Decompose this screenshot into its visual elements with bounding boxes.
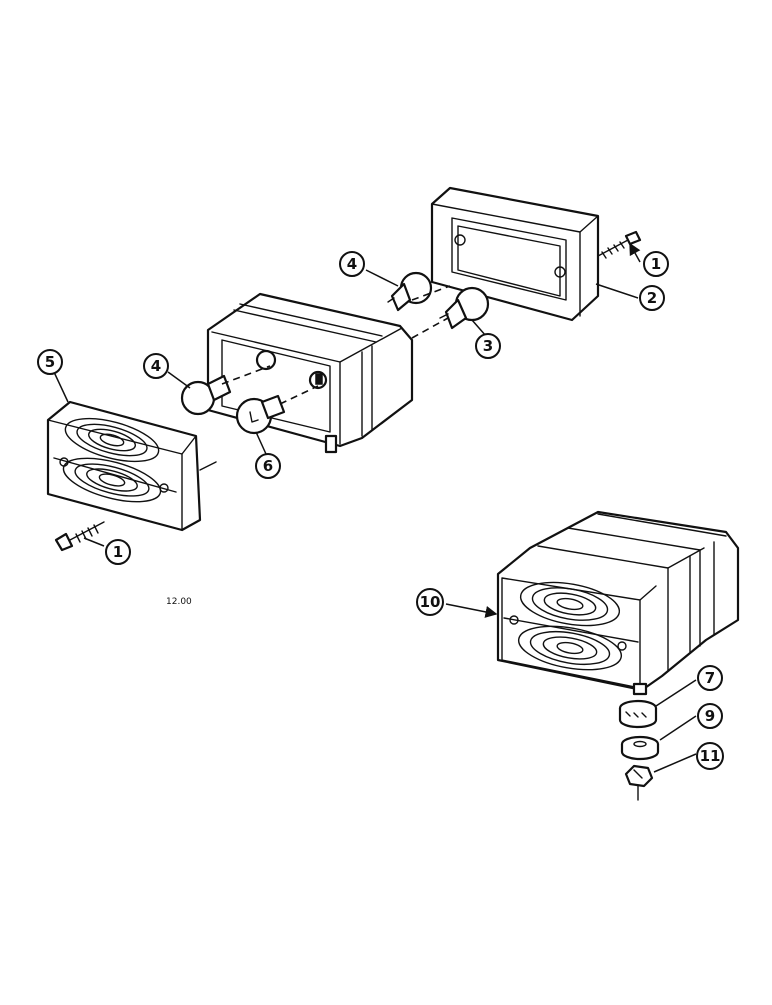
callout-2: 2 bbox=[639, 285, 665, 311]
callout-7: 7 bbox=[697, 665, 723, 691]
svg-text:9: 9 bbox=[705, 707, 715, 725]
callout-6: 6 bbox=[255, 453, 281, 479]
callout-3: 3 bbox=[475, 333, 501, 359]
figure-code: 12.00 bbox=[166, 597, 192, 607]
svg-text:1: 1 bbox=[651, 255, 661, 273]
svg-text:10: 10 bbox=[420, 593, 441, 611]
assembled-lamp bbox=[496, 510, 740, 696]
svg-text:11: 11 bbox=[700, 747, 721, 765]
svg-text:1: 1 bbox=[113, 543, 123, 561]
svg-text:2: 2 bbox=[647, 289, 657, 307]
bulb-upper-right bbox=[439, 286, 490, 330]
callout-1-lower: 1 bbox=[105, 539, 131, 565]
svg-text:4: 4 bbox=[151, 357, 161, 375]
svg-text:5: 5 bbox=[45, 353, 55, 371]
screw-upper bbox=[597, 230, 642, 259]
callout-11: 11 bbox=[696, 742, 724, 770]
bulb-upper-left bbox=[387, 271, 433, 312]
callout-9: 9 bbox=[697, 703, 723, 729]
svg-text:7: 7 bbox=[705, 669, 715, 687]
grommet bbox=[618, 699, 658, 729]
washer bbox=[620, 735, 660, 761]
svg-text:3: 3 bbox=[483, 337, 493, 355]
callout-4-upper: 4 bbox=[339, 251, 365, 277]
lamp-housing bbox=[206, 292, 414, 454]
screw-lower bbox=[54, 521, 105, 552]
callout-5: 5 bbox=[37, 349, 63, 375]
callout-4-lower: 4 bbox=[143, 353, 169, 379]
svg-text:6: 6 bbox=[263, 457, 273, 475]
nut bbox=[624, 764, 654, 801]
bulb-lower-right bbox=[235, 394, 286, 435]
front-lens bbox=[46, 400, 202, 532]
svg-text:4: 4 bbox=[347, 255, 357, 273]
callout-10: 10 bbox=[416, 588, 444, 616]
bulb-lower-left bbox=[180, 374, 232, 416]
callout-1-upper: 1 bbox=[643, 251, 669, 277]
